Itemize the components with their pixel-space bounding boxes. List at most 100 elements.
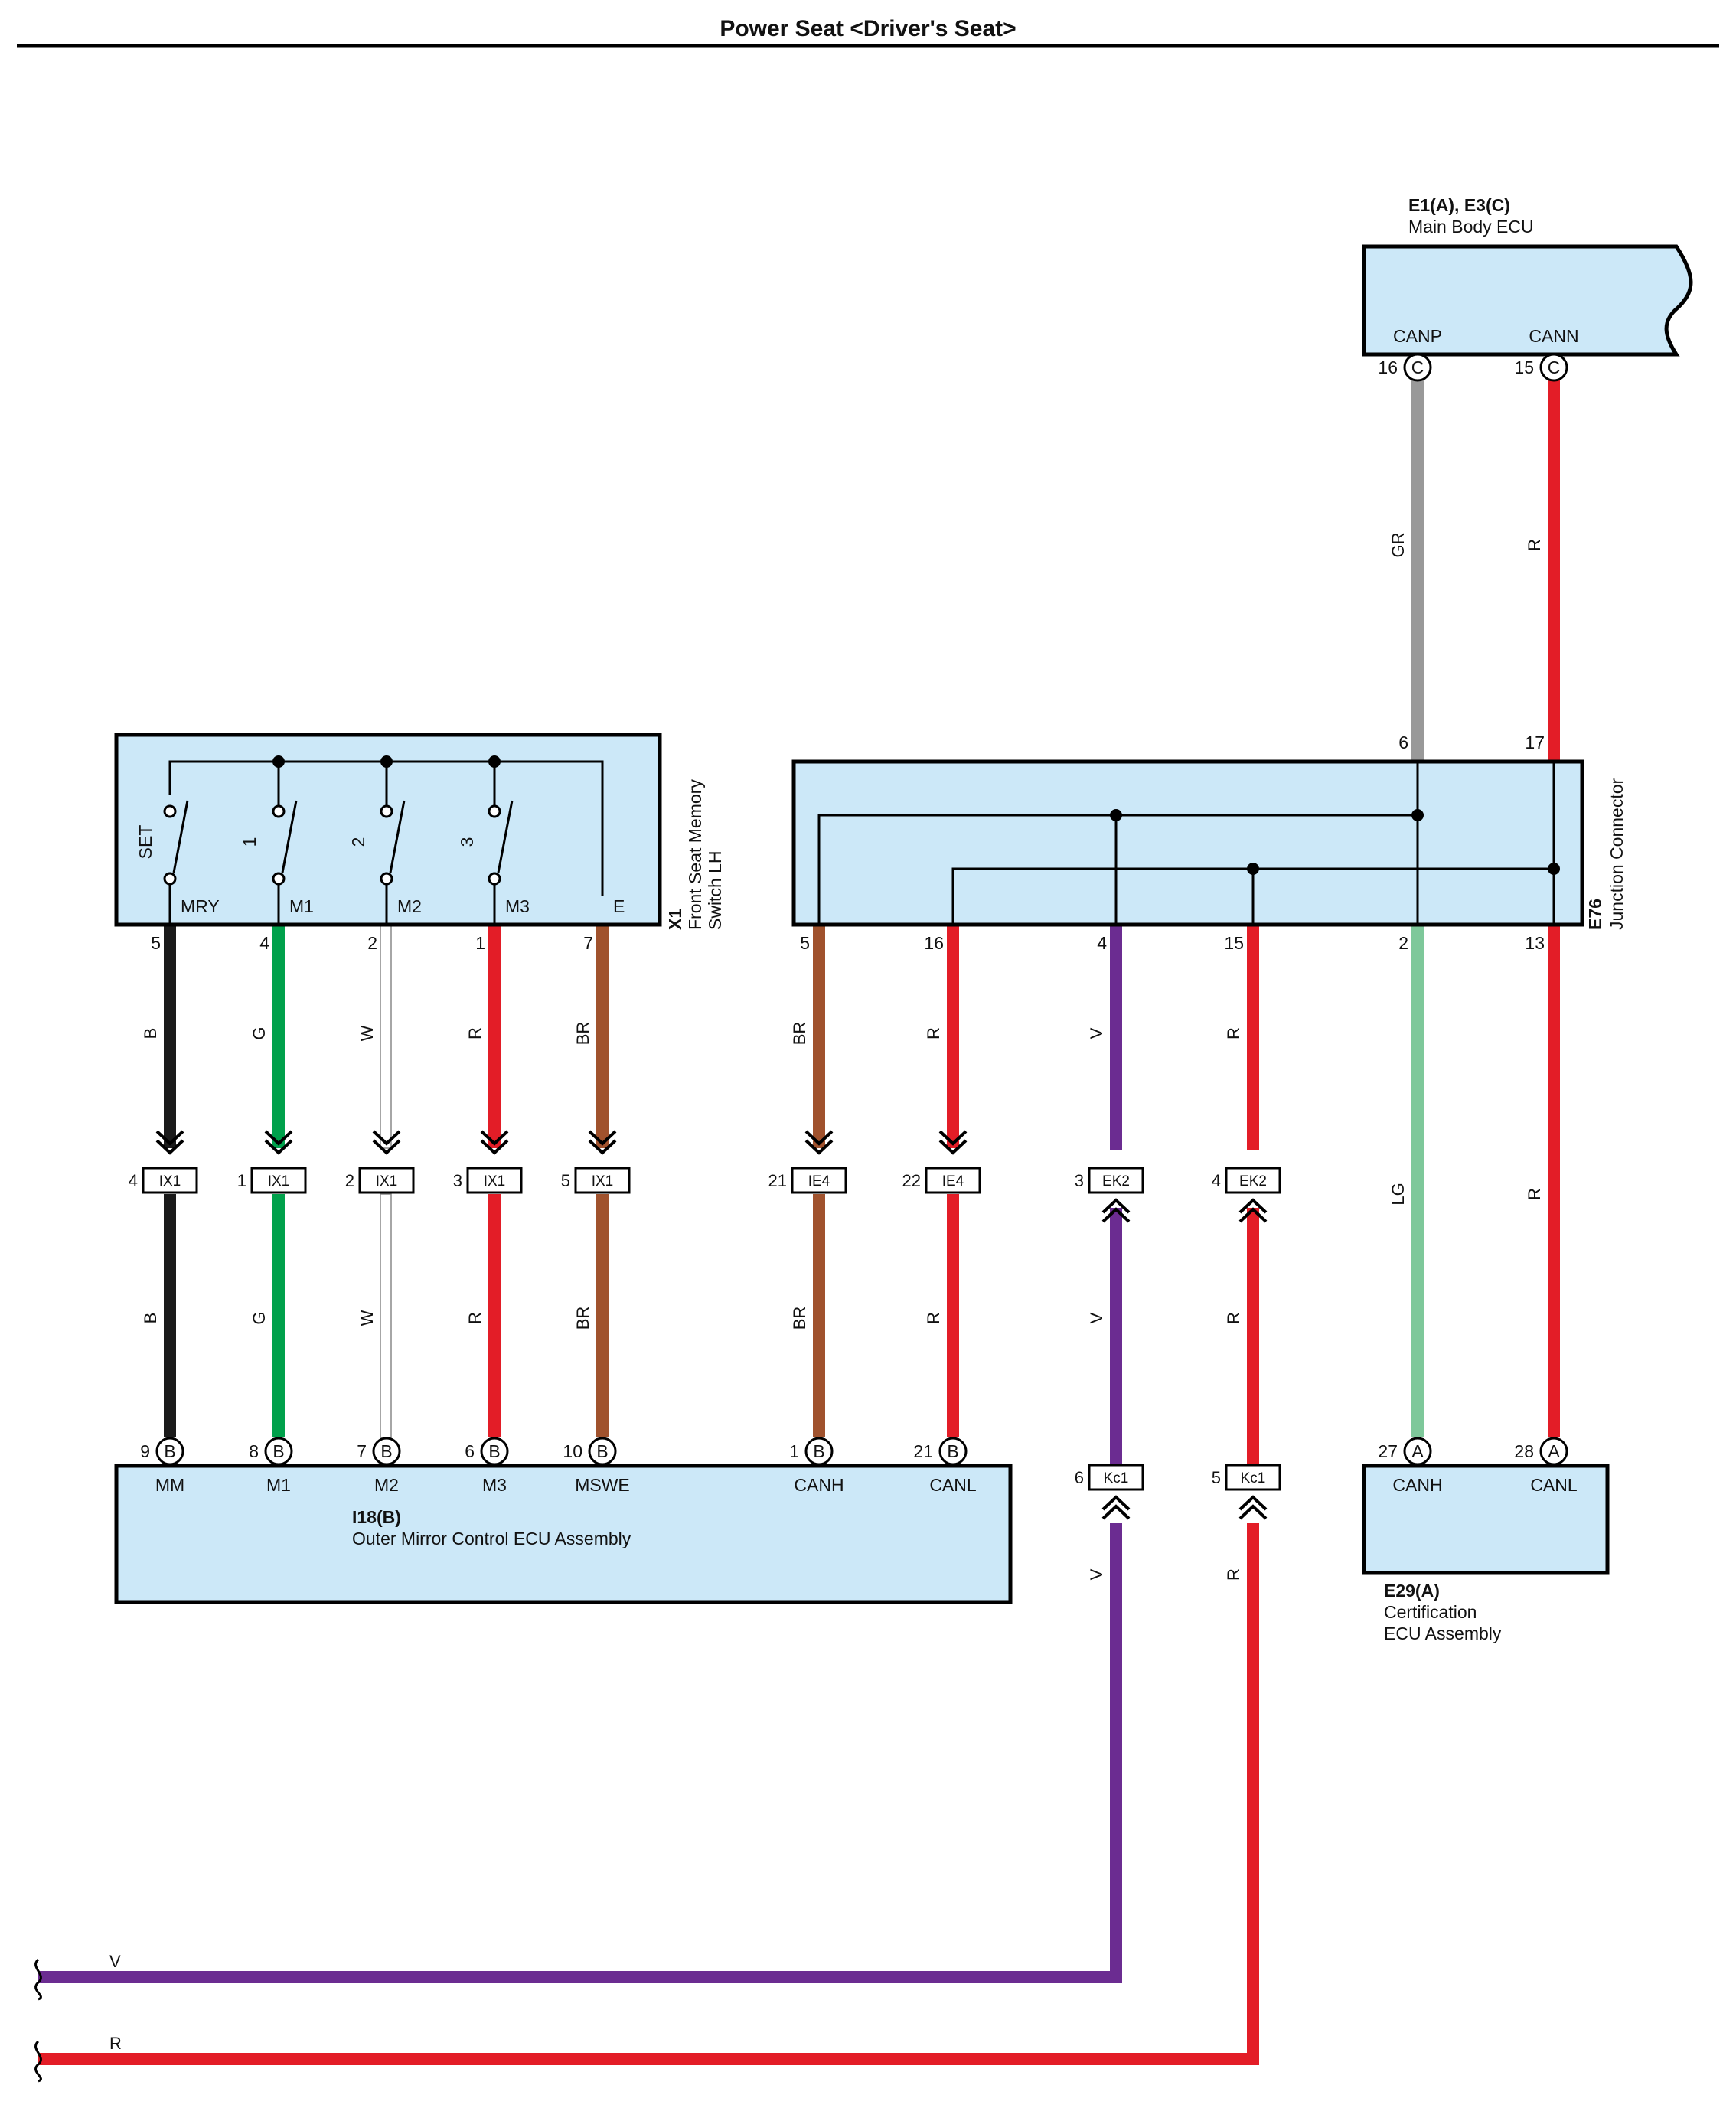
- connector-box: [250, 1167, 307, 1194]
- pin-number: 4: [259, 933, 269, 953]
- page-title: Power Seat <Driver's Seat>: [720, 16, 1016, 41]
- wire-color-label: R: [109, 2034, 122, 2053]
- pin-number: 15: [1514, 357, 1534, 377]
- wire-color-label: W: [357, 1025, 377, 1041]
- pin-terminal: A 27: [1378, 1437, 1432, 1466]
- wire-color-label: BR: [573, 1307, 592, 1330]
- connector-pin: 5: [561, 1171, 570, 1190]
- certification-ecu-ref: E29(A): [1384, 1581, 1440, 1601]
- wire-color-label: V: [1087, 1312, 1106, 1323]
- outer-mirror-ecu: MM M1 M2 M3 MSWE CANH CANL I18(B) Outer …: [114, 1464, 1013, 1604]
- junction-dot: [488, 755, 501, 768]
- connector-box: [466, 1167, 523, 1194]
- wire-color-label: R: [924, 1312, 943, 1324]
- connector-code: IX1: [159, 1173, 181, 1189]
- wire-color-label: R: [924, 1027, 943, 1039]
- junction-dot: [1110, 809, 1122, 821]
- certification-ecu-name-line1: Certification: [1384, 1602, 1477, 1622]
- wire-color-label: R: [465, 1027, 485, 1039]
- pin-number: 13: [1525, 933, 1545, 953]
- wire-color-label: B: [141, 1313, 160, 1324]
- connector-box: [142, 1167, 198, 1194]
- pin-number: 6: [465, 1441, 475, 1461]
- connector-box: [1088, 1464, 1144, 1491]
- terminal-letter: C: [1411, 357, 1424, 377]
- connector-pin: 3: [1075, 1171, 1084, 1190]
- wires: [34, 367, 1560, 2083]
- junction-dot: [1247, 863, 1259, 875]
- connector-pin: 1: [237, 1171, 246, 1190]
- chevron-down-icon: [264, 1130, 293, 1155]
- wire-color-label: BR: [573, 1022, 592, 1046]
- connector-code: Kc1: [1104, 1470, 1129, 1486]
- pin-number: 5: [800, 933, 810, 953]
- pin-name-canl: CANL: [929, 1475, 977, 1495]
- connector-pin: 4: [129, 1171, 138, 1190]
- terminal-circle: [938, 1437, 968, 1466]
- connector-pin: 6: [1075, 1468, 1084, 1487]
- connector-code: EK2: [1239, 1173, 1267, 1189]
- switch-label-set: SET: [135, 825, 155, 860]
- wire-color-label: R: [465, 1312, 485, 1324]
- chevron-down-icon: [804, 1130, 834, 1155]
- pin-terminal: C 15: [1514, 353, 1568, 382]
- pin-terminal: B 7: [357, 1437, 401, 1466]
- connector-code: IX1: [376, 1173, 398, 1189]
- wire-color-label: BR: [790, 1307, 809, 1330]
- terminal-letter: B: [380, 1441, 392, 1461]
- connector-box: [1088, 1167, 1144, 1194]
- junction-dot: [1411, 809, 1424, 821]
- junction-dot: [380, 755, 393, 768]
- terminal-letter: B: [813, 1441, 824, 1461]
- connector-kc1: Kc1 6: [1075, 1464, 1144, 1520]
- pin-number: 16: [924, 933, 944, 953]
- junction-connector-ref: E76: [1585, 899, 1605, 930]
- terminal-circle: [588, 1437, 617, 1466]
- terminal-letter: B: [947, 1441, 958, 1461]
- wire-color-label: G: [250, 1026, 269, 1039]
- pin-name-mswe: MSWE: [575, 1475, 630, 1495]
- switch-lever: [389, 800, 406, 873]
- terminal-letter: A: [1411, 1441, 1424, 1461]
- junction-dot: [1548, 863, 1560, 875]
- certification-ecu-box: [1362, 1464, 1610, 1575]
- terminal-circle: [1539, 353, 1568, 382]
- terminal-letter: B: [164, 1441, 175, 1461]
- wire-color-label: R: [1224, 1568, 1243, 1581]
- wire-m2-w-lower: [380, 1193, 392, 1438]
- switch-2: [380, 800, 406, 925]
- connector-pin: 21: [768, 1171, 787, 1190]
- certification-ecu-name-line2: ECU Assembly: [1384, 1623, 1502, 1643]
- terminal-circle: [1539, 1437, 1568, 1466]
- switch-contact: [272, 804, 286, 818]
- pin-number: 6: [1398, 733, 1408, 752]
- outer-mirror-ecu-box: [114, 1464, 1013, 1604]
- switch-lever: [281, 800, 298, 873]
- switch-contact: [380, 872, 393, 886]
- switch-contact: [488, 872, 501, 886]
- pin-terminal: A 28: [1514, 1437, 1568, 1466]
- pin-terminal: B 1: [789, 1437, 834, 1466]
- pin-number: 16: [1378, 357, 1398, 377]
- terminal-circle: [1403, 353, 1432, 382]
- terminal-letter: B: [488, 1441, 500, 1461]
- pin-number: 17: [1525, 733, 1545, 752]
- switch-label-2: 2: [348, 837, 368, 847]
- connector-pin: 22: [902, 1171, 921, 1190]
- pin-number: 5: [151, 933, 161, 953]
- certification-ecu: CANH CANL E29(A) Certification ECU Assem…: [1362, 1464, 1610, 1643]
- pin-number: 7: [583, 933, 593, 953]
- wire-color-label: V: [109, 1952, 121, 1971]
- wire-r-exit: [38, 1523, 1259, 2065]
- switch-lever: [172, 800, 189, 873]
- terminal-letter: B: [272, 1441, 284, 1461]
- chevron-up-icon: [1101, 1198, 1131, 1223]
- pin-name-m3: M3: [505, 896, 530, 916]
- switch-set: [163, 800, 189, 925]
- wire-color-label: V: [1087, 1027, 1106, 1039]
- connector-ix1: IX1 2: [345, 1130, 415, 1194]
- pin-number: 1: [789, 1441, 799, 1461]
- pin-terminal: B 8: [249, 1437, 293, 1466]
- pin-number: 21: [913, 1441, 933, 1461]
- terminal-circle: [155, 1437, 184, 1466]
